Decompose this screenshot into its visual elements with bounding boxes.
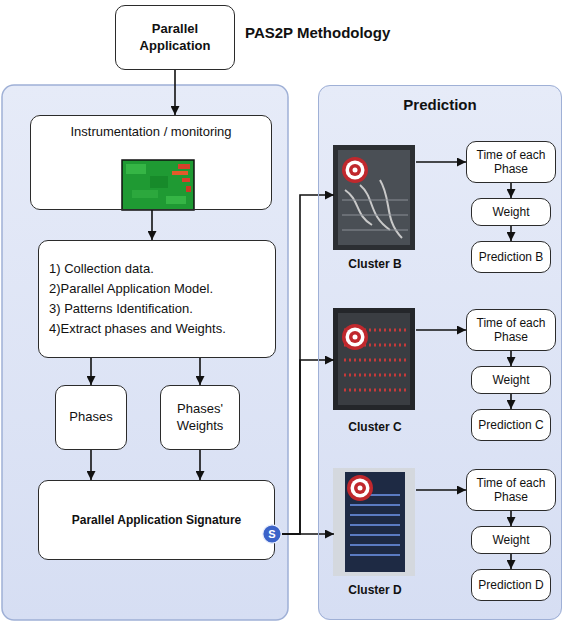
arrow-connector xyxy=(90,358,92,385)
text-group: Prediction B xyxy=(475,250,547,264)
node-text: Instrumentation / monitoring xyxy=(39,124,263,140)
arrow-connector xyxy=(416,329,466,331)
result-box: Prediction B xyxy=(471,241,551,273)
process-box: Time of each Phase xyxy=(466,469,556,511)
arrow-connector xyxy=(510,351,512,366)
text-group: Weight xyxy=(475,373,547,387)
text-group: Prediction D xyxy=(475,578,547,592)
process-box: Phases' Weights xyxy=(160,385,240,450)
text-group: Parallel Application xyxy=(122,21,228,54)
result-box: Prediction C xyxy=(471,409,551,441)
arrow-connector xyxy=(151,210,153,240)
trace-heatmap xyxy=(122,160,194,210)
text-group: Weight xyxy=(475,533,547,547)
methodology-panel xyxy=(2,85,288,620)
node-text: Time of each Phase xyxy=(471,148,551,177)
text-group: Instrumentation / monitoring xyxy=(39,124,263,140)
node-text: 2)Parallel Application Model. xyxy=(49,279,265,299)
cluster-c-photo xyxy=(333,308,415,410)
start-box: Parallel Application xyxy=(115,5,235,70)
process-box: Weight xyxy=(471,526,551,554)
node-text: Cluster B xyxy=(334,257,416,271)
cluster-b-photo xyxy=(333,145,415,250)
node-text: Prediction C xyxy=(475,418,547,432)
arrow-connector xyxy=(510,394,512,409)
process-box: Phases xyxy=(55,385,127,450)
node-text: Prediction B xyxy=(475,250,547,264)
arrow-connector xyxy=(174,70,176,115)
text-group: Weight xyxy=(475,205,547,219)
arrow-connector xyxy=(510,554,512,569)
text-group: Phases xyxy=(61,409,121,425)
cluster-node: Cluster D xyxy=(334,469,416,597)
arrow-connector xyxy=(282,195,334,534)
text-group: S xyxy=(262,528,282,540)
node-text: Prediction D xyxy=(475,578,547,592)
text-group: Time of each Phase xyxy=(471,476,551,505)
prediction-panel-fill xyxy=(318,85,562,620)
node-text: Time of each Phase xyxy=(471,316,551,345)
node-text: 4)Extract phases and Weights. xyxy=(49,319,265,339)
text-group: Parallel Application Signature xyxy=(47,513,266,527)
arrow-connector xyxy=(510,511,512,526)
process-box: Time of each Phase xyxy=(466,309,556,351)
arrow-connector xyxy=(416,489,466,491)
node-text: Cluster C xyxy=(334,420,416,434)
node-text: Phases' Weights xyxy=(166,401,234,434)
cluster-node: Cluster C xyxy=(334,309,416,434)
text-group: Cluster D xyxy=(334,583,416,597)
text-group: 1) Collection data.2)Parallel Applicatio… xyxy=(49,259,265,339)
text-group: Prediction xyxy=(329,96,551,113)
result-box: Prediction D xyxy=(471,569,551,601)
text-group: Phases' Weights xyxy=(166,401,234,434)
node-text: Weight xyxy=(475,205,547,219)
process-box: Instrumentation / monitoring xyxy=(30,115,272,210)
text-group: Time of each Phase xyxy=(471,148,551,177)
instrumentation-box-fill xyxy=(30,115,272,210)
arrow-connector xyxy=(416,161,466,163)
node-text: 3) Patterns Identification. xyxy=(49,299,265,319)
text-group: Time of each Phase xyxy=(471,316,551,345)
cluster-d-photo xyxy=(333,468,415,576)
node-text: Time of each Phase xyxy=(471,476,551,505)
arrow-connector xyxy=(199,450,201,480)
arrow-connector xyxy=(199,358,201,385)
node-text: Parallel Application xyxy=(122,21,228,54)
node-text: Parallel Application Signature xyxy=(47,513,266,527)
prediction-panel: PredictionCluster BTime of each PhaseWei… xyxy=(318,85,562,620)
text-group: Prediction C xyxy=(475,418,547,432)
diagram-title: PAS2P Methodology xyxy=(245,24,390,41)
process-box: Time of each Phase xyxy=(466,141,556,183)
node-text: Prediction xyxy=(329,96,551,113)
process-box: Weight xyxy=(471,366,551,394)
node-text: S xyxy=(262,528,282,540)
node-text: Weight xyxy=(475,373,547,387)
node-text: 1) Collection data. xyxy=(49,259,265,279)
text-group: Cluster B xyxy=(334,257,416,271)
arrow-connector xyxy=(282,533,334,535)
node-text: Phases xyxy=(61,409,121,425)
signature-box: Parallel Application Signature xyxy=(38,480,275,560)
arrow-connector xyxy=(282,360,334,534)
process-box: Weight xyxy=(471,198,551,226)
steps-box: 1) Collection data.2)Parallel Applicatio… xyxy=(38,240,276,358)
signature-badge: S xyxy=(262,524,282,544)
cluster-node: Cluster B xyxy=(334,146,416,271)
arrow-connector xyxy=(90,450,92,480)
arrow-connector xyxy=(510,183,512,198)
arrow-connector xyxy=(510,226,512,241)
node-text: Cluster D xyxy=(334,583,416,597)
text-group: Cluster C xyxy=(334,420,416,434)
node-text: Weight xyxy=(475,533,547,547)
